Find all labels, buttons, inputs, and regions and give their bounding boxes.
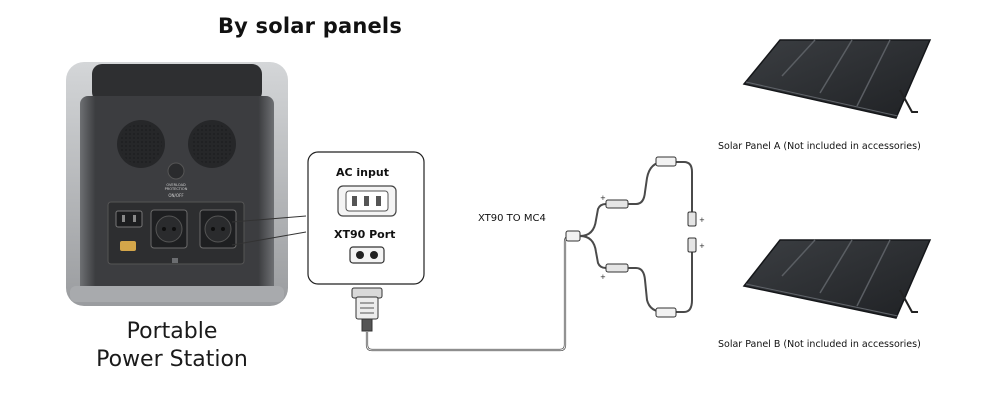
svg-text:+: + (600, 194, 606, 202)
port-callout-box (307, 151, 425, 285)
solar-panel-a-label: Solar Panel A (Not included in accessori… (718, 141, 921, 152)
breaker-text-1: OVERLOAD (166, 183, 186, 187)
station-usb-port[interactable] (172, 258, 178, 263)
solar-panel-b-label: Solar Panel B (Not included in accessori… (718, 339, 921, 350)
station-label-line-2: Power Station (96, 347, 248, 372)
solar-panel-b (742, 239, 932, 319)
station-label-line-1: Portable (126, 319, 218, 344)
cable-label: XT90 TO MC4 (478, 213, 546, 224)
overload-breaker[interactable] (167, 162, 185, 180)
panel-a-cable (628, 161, 693, 214)
portable-power-station: OVERLOAD PROTECTION ON/OFF (66, 62, 288, 306)
port-callout (307, 151, 425, 285)
svg-text:+: + (699, 216, 705, 224)
y-splitter: + + (565, 194, 629, 281)
callout-pointer-1 (231, 215, 307, 223)
xt90-port-label: XT90 Port (334, 228, 396, 241)
panel-b-cable (628, 244, 693, 313)
svg-text:+: + (600, 273, 606, 281)
station-ac-inlet[interactable] (115, 210, 143, 228)
svg-text:+: + (699, 242, 705, 250)
breaker-text-2: PROTECTION (165, 187, 188, 191)
breaker-text-3: ON/OFF (168, 193, 184, 198)
xt90-port-icon[interactable] (349, 246, 385, 264)
station-xt90-port[interactable] (120, 241, 136, 251)
station-label: Portable Power Station (72, 318, 272, 374)
ac-input-label: AC input (336, 166, 389, 179)
station-handle (92, 64, 262, 102)
callout-pointer-2 (231, 231, 307, 246)
diagram-title: By solar panels (217, 14, 403, 38)
solar-panel-a (742, 39, 932, 119)
xt90-plug (351, 287, 383, 332)
